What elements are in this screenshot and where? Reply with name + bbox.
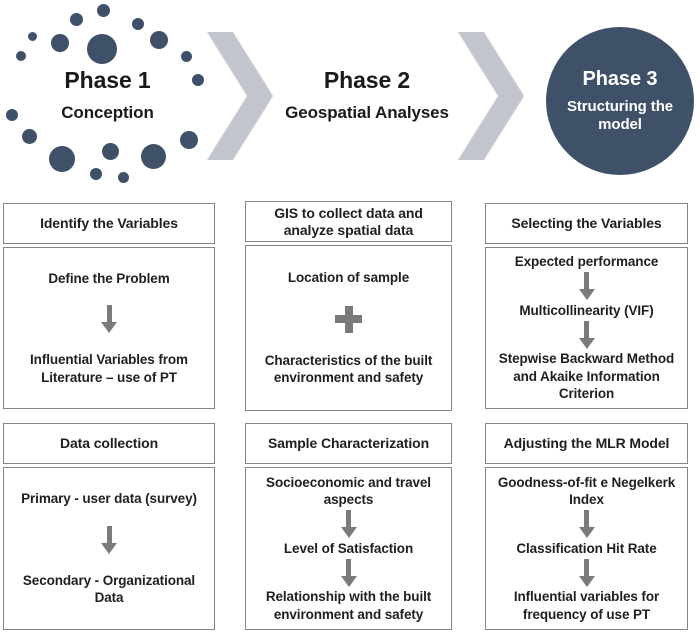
step-text: Expected performance bbox=[514, 254, 659, 270]
phase-1-subtitle: Conception bbox=[61, 103, 154, 123]
phase-1-label: Phase 1 Conception bbox=[30, 67, 185, 123]
dot-icon bbox=[69, 12, 83, 26]
dot-icon bbox=[101, 142, 119, 160]
phase-3-circle: Phase 3 Structuring the model bbox=[546, 27, 694, 175]
dot-icon bbox=[180, 131, 198, 149]
dot-icon bbox=[132, 18, 144, 30]
phase-2-subtitle: Geospatial Analyses bbox=[285, 103, 449, 123]
chevron-right-icon bbox=[207, 32, 273, 160]
step-text: Influential Variables from Literature – … bbox=[30, 352, 188, 385]
step-text: Characteristics of the built environment… bbox=[264, 352, 433, 386]
box-header: Sample Characterization bbox=[245, 423, 452, 464]
dot-icon bbox=[16, 51, 26, 61]
box-header: Identify the Variables bbox=[3, 203, 215, 244]
step-text: Define the Problem bbox=[48, 270, 170, 286]
arrow-down-icon bbox=[578, 320, 595, 349]
box-adjusting-the-mlr-model: Adjusting the MLR Model Goodness-of-fit … bbox=[485, 423, 688, 630]
box-header: Adjusting the MLR Model bbox=[485, 423, 688, 464]
box-gis-collect-analyze: GIS to collect data and analyze spatial … bbox=[245, 201, 452, 411]
dot-icon bbox=[49, 146, 75, 172]
phase-2-label: Phase 2 Geospatial Analyses bbox=[277, 67, 457, 123]
step-text: Socioeconomic and travel aspects bbox=[266, 474, 431, 508]
box-sample-characterization: Sample Characterization Socioeconomic an… bbox=[245, 423, 452, 630]
dot-icon bbox=[192, 74, 204, 86]
dot-icon bbox=[6, 109, 18, 121]
dot-icon bbox=[21, 128, 37, 144]
dot-icon bbox=[27, 31, 37, 41]
step-text: Level of Satisfaction bbox=[283, 540, 414, 556]
arrow-down-icon bbox=[578, 510, 595, 539]
dot-icon bbox=[117, 171, 129, 183]
dot-icon bbox=[51, 34, 69, 52]
dot-icon bbox=[140, 143, 166, 169]
phase-1-group: Phase 1 Conception bbox=[0, 0, 210, 195]
phase-2-title: Phase 2 bbox=[323, 67, 411, 93]
dot-icon bbox=[180, 50, 192, 62]
step-text: Influential variables for frequency of u… bbox=[513, 589, 660, 622]
arrow-down-icon bbox=[101, 305, 117, 334]
arrow-down-icon bbox=[340, 510, 357, 539]
dot-icon bbox=[150, 31, 168, 49]
dot-icon bbox=[90, 168, 102, 180]
step-text: Primary - user data (survey) bbox=[21, 491, 197, 507]
phase-1-title: Phase 1 bbox=[64, 67, 151, 93]
box-header: Selecting the Variables bbox=[485, 203, 688, 244]
decoration-dots-icon bbox=[0, 0, 210, 195]
arrow-down-icon bbox=[578, 272, 595, 301]
box-identify-the-variables: Identify the Variables Define the Proble… bbox=[3, 203, 215, 409]
step-text: Multicollinearity (VIF) bbox=[519, 302, 654, 318]
phase-3-subtitle: Structuring the model bbox=[567, 98, 673, 133]
arrow-down-icon bbox=[340, 558, 357, 587]
step-text: Location of sample bbox=[287, 270, 410, 286]
step-text: Stepwise Backward Method and Akaike Info… bbox=[498, 350, 675, 402]
phase-3-title: Phase 3 bbox=[582, 68, 658, 90]
arrow-down-icon bbox=[578, 558, 595, 587]
step-text: Secondary - Organizational Data bbox=[22, 572, 196, 606]
step-text: Goodness-of-fit e Negelkerk Index bbox=[497, 474, 676, 508]
box-body: Primary - user data (survey) Secondary - … bbox=[3, 467, 215, 630]
plus-icon bbox=[335, 305, 362, 333]
box-selecting-the-variables: Selecting the Variables Expected perform… bbox=[485, 203, 688, 409]
box-header: GIS to collect data and analyze spatial … bbox=[245, 201, 452, 242]
box-header: Data collection bbox=[3, 423, 215, 464]
dot-icon bbox=[87, 34, 117, 64]
step-text: Relationship with the built environment … bbox=[265, 589, 432, 622]
step-text: Classification Hit Rate bbox=[516, 540, 657, 556]
chevron-right-icon bbox=[458, 32, 524, 160]
box-data-collection: Data collection Primary - user data (sur… bbox=[3, 423, 215, 630]
dot-icon bbox=[96, 3, 110, 17]
arrow-down-icon bbox=[101, 525, 117, 554]
